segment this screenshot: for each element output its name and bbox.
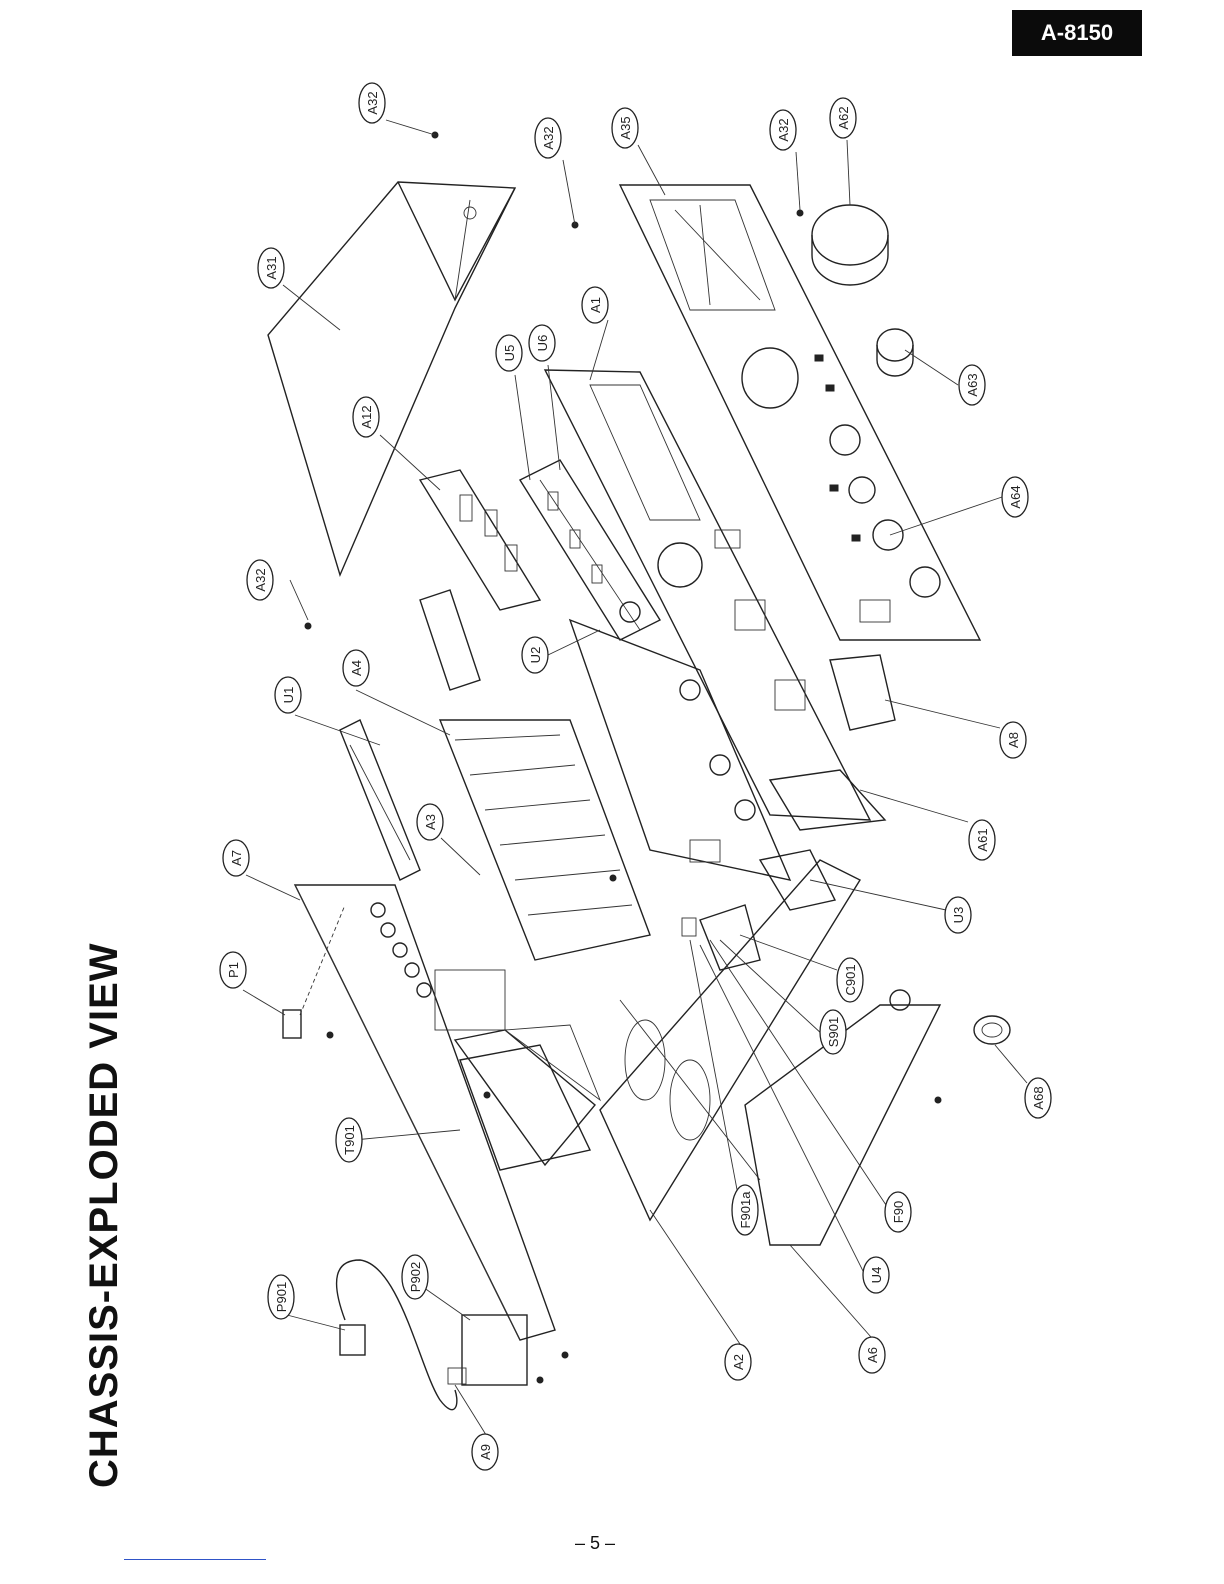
svg-text:S901: S901 (826, 1017, 841, 1047)
svg-text:T901: T901 (342, 1125, 357, 1155)
callout-p1: P1 (220, 952, 246, 988)
terminal-strip-part (340, 590, 480, 880)
svg-text:A1: A1 (588, 297, 603, 313)
callout-s901: S901 (820, 1010, 846, 1054)
svg-text:A9: A9 (478, 1444, 493, 1460)
power-cord-part (337, 1260, 527, 1410)
callout-a1: A1 (582, 287, 608, 323)
svg-text:A68: A68 (1031, 1086, 1046, 1109)
foot-part (974, 1016, 1010, 1044)
callout-a8: A8 (1000, 722, 1026, 758)
sub-panel-part (545, 370, 870, 820)
volume-knob-part (812, 205, 888, 285)
svg-text:A32: A32 (776, 118, 791, 141)
input-board-part (420, 470, 540, 610)
callout-a61: A61 (969, 820, 995, 860)
callout-a6: A6 (859, 1337, 885, 1373)
svg-text:A32: A32 (365, 91, 380, 114)
svg-text:A3: A3 (423, 814, 438, 830)
callout-p901: P901 (268, 1275, 294, 1319)
small-knob-part (877, 329, 913, 376)
svg-text:P902: P902 (408, 1262, 423, 1292)
callouts: A32 A31 A32 A35 A32 A62 A1 U5 (220, 83, 1051, 1470)
callout-a3: A3 (417, 804, 443, 840)
callout-a9: A9 (472, 1434, 498, 1470)
callout-a35: A35 (612, 108, 638, 148)
svg-text:A4: A4 (349, 660, 364, 676)
svg-text:U2: U2 (528, 647, 543, 664)
callout-a32-panel-right: A32 (770, 110, 796, 150)
svg-text:U1: U1 (281, 687, 296, 704)
switch-bracket-part (760, 770, 885, 910)
callout-u6: U6 (529, 325, 555, 361)
svg-text:A12: A12 (359, 405, 374, 428)
svg-text:A63: A63 (965, 373, 980, 396)
callout-a64: A64 (1002, 477, 1028, 517)
svg-text:A8: A8 (1006, 732, 1021, 748)
knob-bracket-part (830, 655, 895, 730)
callout-a31: A31 (258, 248, 284, 288)
svg-text:P1: P1 (226, 962, 241, 978)
svg-text:A32: A32 (253, 568, 268, 591)
svg-text:C901: C901 (843, 964, 858, 995)
callout-a32-left: A32 (247, 560, 273, 600)
callout-f90: F90 (885, 1192, 911, 1232)
svg-text:A7: A7 (229, 850, 244, 866)
callout-a62: A62 (830, 98, 856, 138)
svg-text:A2: A2 (731, 1354, 746, 1370)
svg-text:U6: U6 (535, 335, 550, 352)
callout-t901: T901 (336, 1118, 362, 1162)
callout-p902: P902 (402, 1255, 428, 1299)
svg-text:U3: U3 (951, 907, 966, 924)
callout-a12: A12 (353, 397, 379, 437)
main-board-part (570, 602, 790, 880)
leader-lines (243, 120, 1027, 1438)
svg-text:U5: U5 (502, 345, 517, 362)
callout-u2: U2 (522, 637, 548, 673)
callout-a32-top: A32 (359, 83, 385, 123)
svg-text:A31: A31 (264, 256, 279, 279)
front-panel-part (572, 185, 980, 640)
heatsink-part (440, 720, 650, 960)
callout-c901: C901 (837, 958, 863, 1002)
callout-a68: A68 (1025, 1078, 1051, 1118)
callout-a4: A4 (343, 650, 369, 686)
svg-text:A6: A6 (865, 1347, 880, 1363)
callout-a63: A63 (959, 365, 985, 405)
svg-text:F90: F90 (891, 1201, 906, 1223)
svg-text:F901a: F901a (738, 1191, 753, 1229)
callout-u3: U3 (945, 897, 971, 933)
svg-text:U4: U4 (869, 1267, 884, 1284)
svg-text:A64: A64 (1008, 485, 1023, 508)
switch-board-part (520, 460, 660, 640)
svg-text:A61: A61 (975, 828, 990, 851)
callout-u5: U5 (496, 335, 522, 371)
callout-a2: A2 (725, 1344, 751, 1380)
callout-a32-panel-left: A32 (535, 118, 561, 158)
top-cover-part (268, 132, 515, 629)
callout-a7: A7 (223, 840, 249, 876)
callout-u1: U1 (275, 677, 301, 713)
svg-text:A32: A32 (541, 126, 556, 149)
callout-f901a: F901a (732, 1185, 758, 1235)
svg-text:A62: A62 (836, 106, 851, 129)
svg-text:A35: A35 (618, 116, 633, 139)
svg-text:P901: P901 (274, 1282, 289, 1312)
power-transformer-part (455, 1025, 600, 1170)
callout-u4: U4 (863, 1257, 889, 1293)
